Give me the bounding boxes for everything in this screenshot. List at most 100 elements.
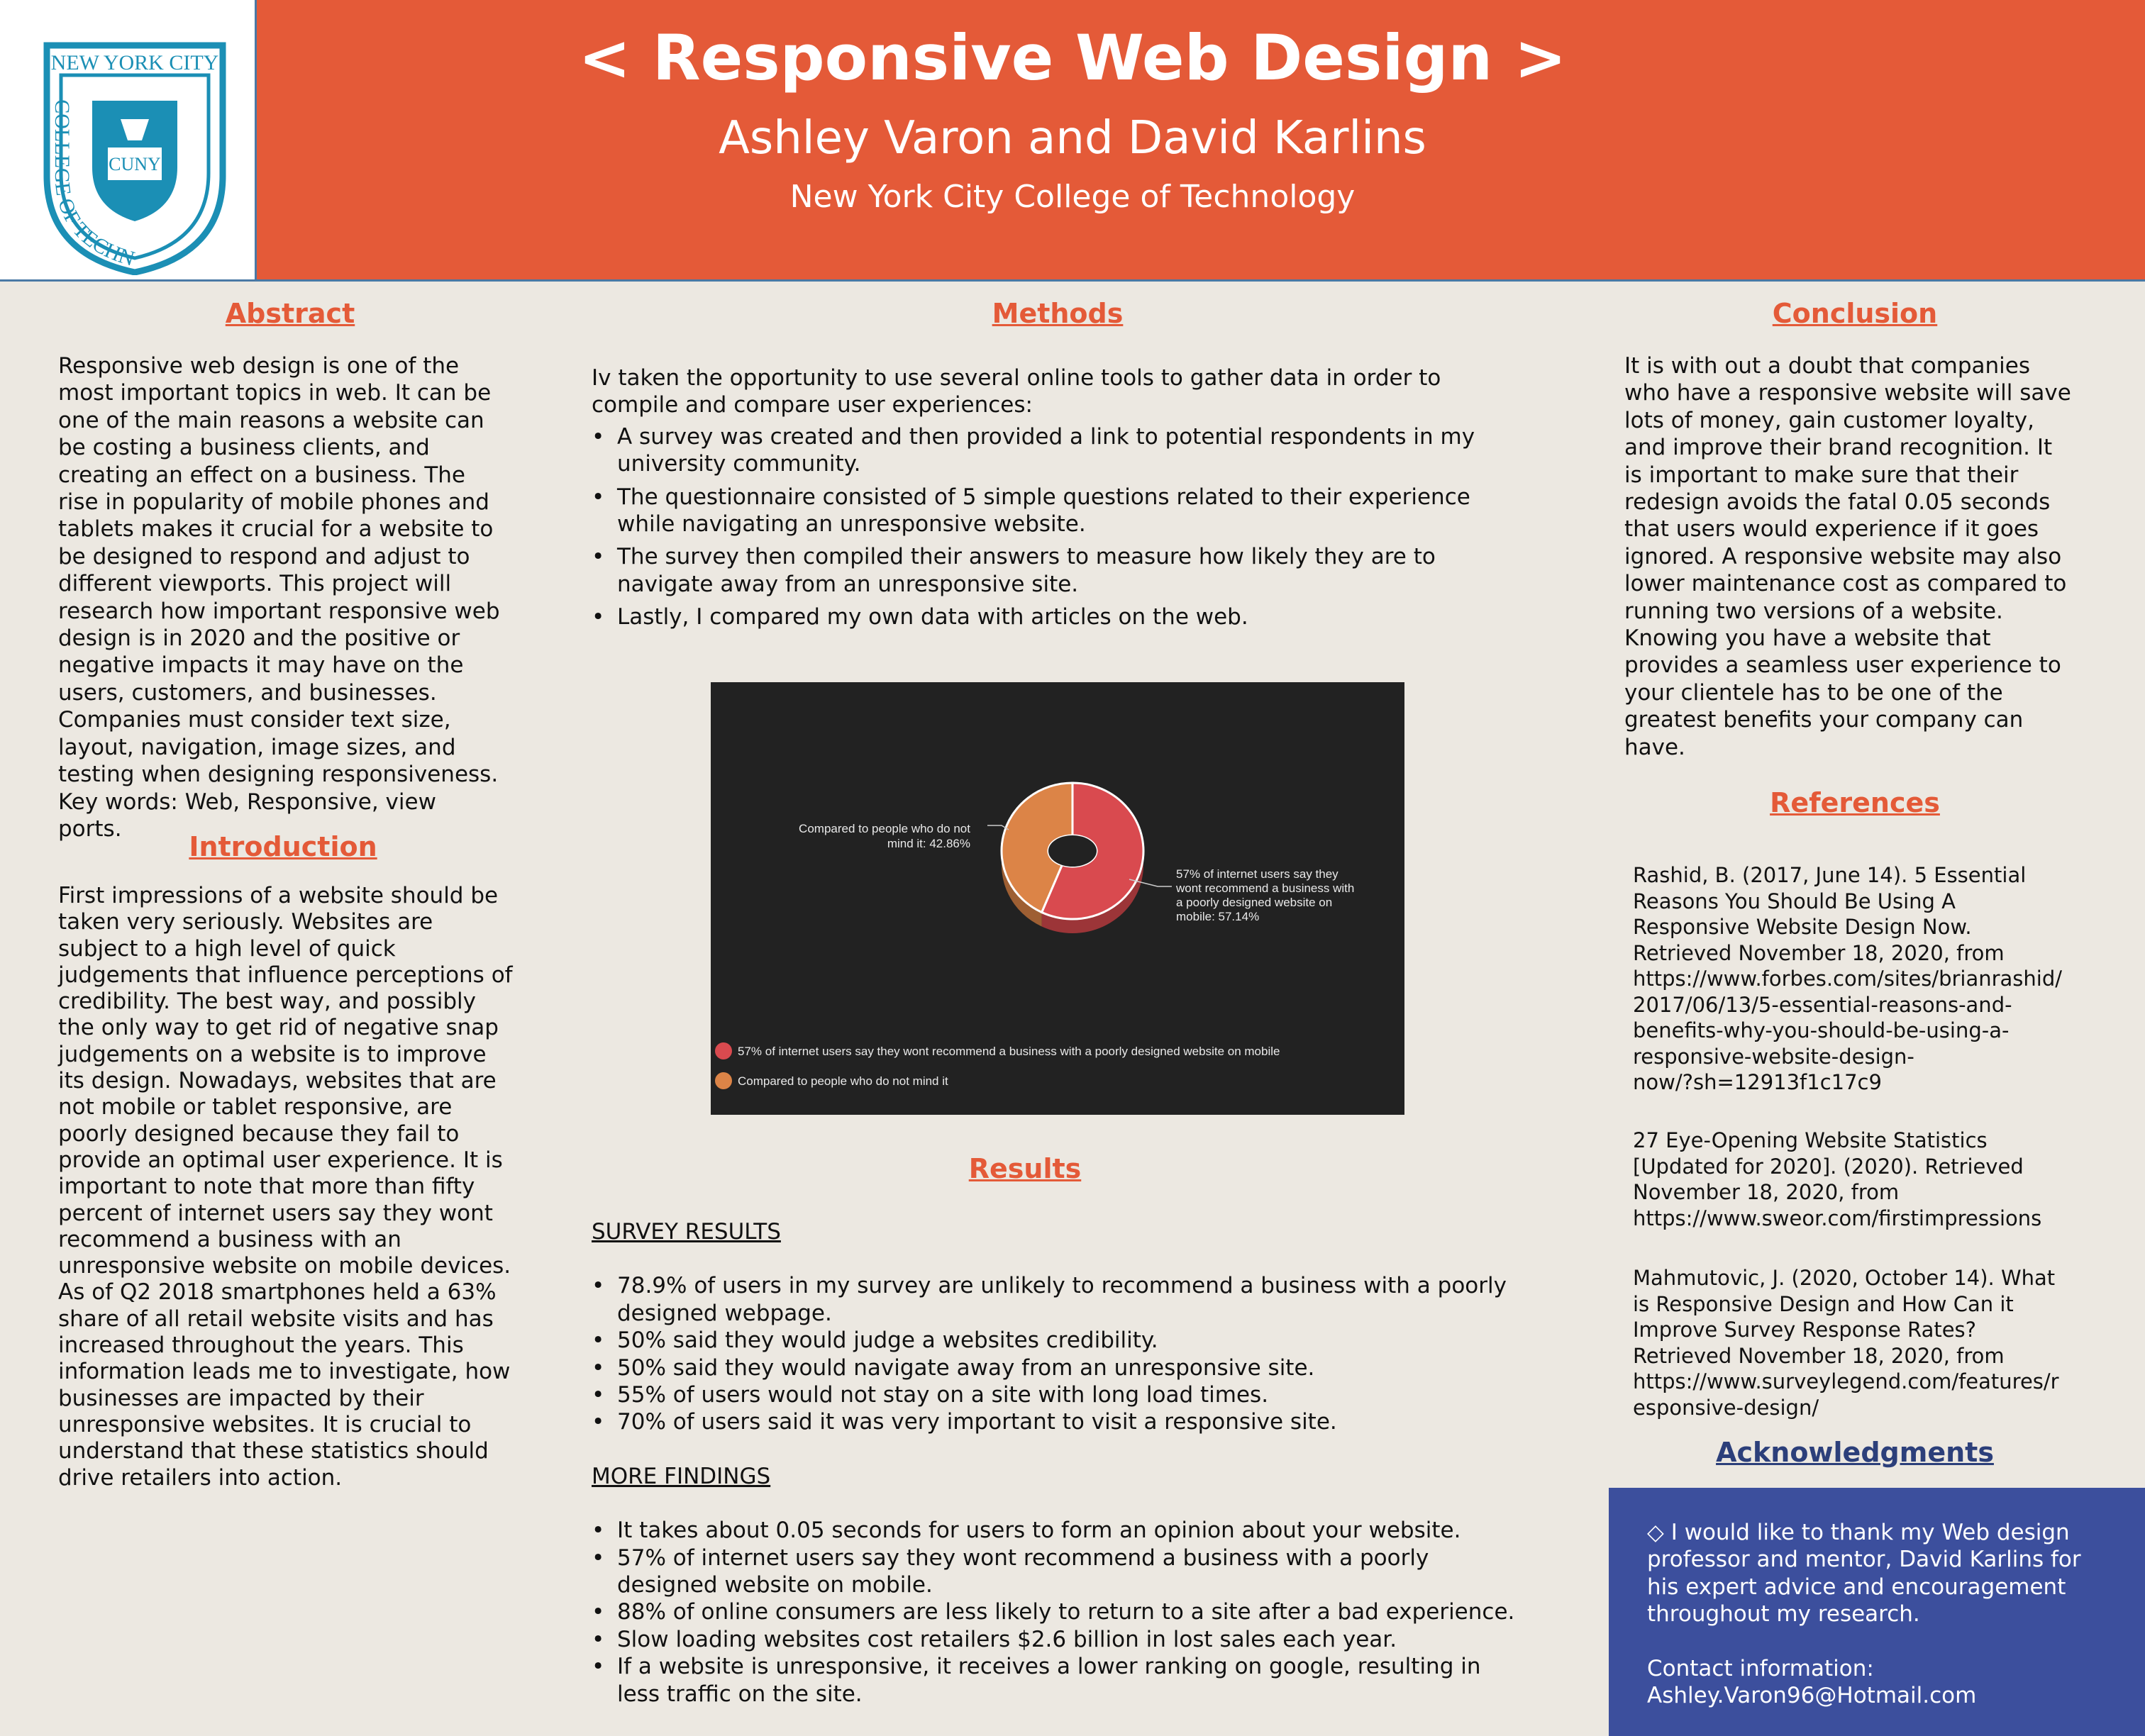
reference-line: Improve Survey Response Rates?	[1633, 1318, 1977, 1342]
conclusion-line: have.	[1624, 734, 1685, 760]
legend-marker	[715, 1072, 732, 1089]
bullet-line: Lastly, I compared my own data with arti…	[617, 604, 1248, 630]
abstract-line: research how important responsive web	[58, 598, 500, 624]
introduction-line: information leads me to investigate, how	[58, 1359, 511, 1385]
abstract-heading: Abstract	[225, 298, 355, 329]
introduction-line: recommend a business with an	[58, 1226, 401, 1252]
chart-callout-right: wont recommend a business with	[1175, 881, 1354, 895]
introduction-line: increased throughout the years. This	[58, 1332, 464, 1359]
college-logo: NEW YORK CITY CUNY COLLEGE OF TECHNOLOGY	[0, 0, 257, 281]
methods-intro-line: Iv taken the opportunity to use several …	[592, 365, 1441, 391]
contact-email: Ashley.Varon96@Hotmail.com	[1647, 1683, 1977, 1709]
chart-callout-right: a poorly designed website on	[1176, 896, 1332, 909]
abstract-line: negative impacts it may have on the	[58, 652, 464, 679]
bullet-item: 70% of users said it was very important …	[592, 1408, 1578, 1436]
bullet-line: 50% said they would judge a websites cre…	[617, 1328, 1158, 1354]
bullet-line: designed webpage.	[617, 1300, 832, 1326]
conclusion-line: provides a seamless user experience to	[1624, 652, 2061, 679]
reference-line: [Updated for 2020]. (2020). Retrieved	[1633, 1154, 2024, 1179]
acknowledgments-line: throughout my research.	[1647, 1601, 1920, 1628]
reference-line: Rashid, B. (2017, June 14). 5 Essential	[1633, 863, 2027, 887]
abstract-line: layout, navigation, image sizes, and	[58, 734, 456, 760]
introduction-line: unresponsive website on mobile devices.	[58, 1253, 511, 1279]
conclusion-line: and improve their brand recognition. It	[1624, 435, 2053, 461]
legend-label: 57% of internet users say they wont reco…	[738, 1045, 1280, 1058]
abstract-line: ports.	[58, 816, 122, 842]
bullet-line: designed website on mobile.	[617, 1572, 933, 1598]
bullet-item: 50% said they would judge a websites cre…	[592, 1327, 1578, 1354]
reference-line: 27 Eye-Opening Website Statistics	[1633, 1128, 1988, 1152]
abstract-line: Companies must consider text size,	[58, 707, 451, 733]
reference-line: benefits-why-you-should-be-using-a-	[1633, 1018, 2010, 1042]
conclusion-line: is important to make sure that their	[1624, 462, 2019, 488]
poster-affiliation: New York City College of Technology	[789, 179, 1356, 215]
donut-hole	[1048, 835, 1097, 867]
poster-title: < Responsive Web Design >	[578, 21, 1567, 94]
bullet-line: The questionnaire consisted of 5 simple …	[617, 484, 1470, 510]
bullet-line: university community.	[617, 451, 861, 477]
bullet-line: less traffic on the site.	[617, 1681, 863, 1707]
reference-line: https://www.surveylegend.com/features/r	[1633, 1369, 2059, 1393]
bullet-item: 55% of users would not stay on a site wi…	[592, 1381, 1578, 1409]
conclusion-heading: Conclusion	[1772, 298, 1938, 329]
introduction-line: unresponsive websites. It is crucial to	[58, 1411, 472, 1437]
poster-authors: Ashley Varon and David Karlins	[719, 112, 1426, 165]
conclusion-line: lower maintenance cost as compared to	[1624, 571, 2067, 597]
survey-results-title: SURVEY RESULTS	[592, 1219, 781, 1245]
abstract-line: be costing a business clients, and	[58, 435, 430, 461]
reference-line: https://www.sweor.com/firstimpressions	[1633, 1206, 2042, 1230]
introduction-line: judgements that influence perceptions of	[58, 962, 513, 988]
bullet-item: The questionnaire consisted of 5 simple …	[592, 484, 1570, 538]
bullet-line: 55% of users would not stay on a site wi…	[617, 1382, 1269, 1408]
introduction-line: judgements on a website is to improve	[58, 1041, 487, 1067]
abstract-line: tablets makes it crucial for a website t…	[58, 516, 494, 542]
bullet-line: A survey was created and then provided a…	[617, 423, 1475, 450]
conclusion-line: running two versions of a website.	[1624, 598, 2003, 624]
introduction-line: the only way to get rid of negative snap	[58, 1015, 499, 1041]
introduction-line: taken very seriously. Websites are	[58, 909, 433, 935]
introduction-line: important to note that more than fifty	[58, 1174, 475, 1200]
conclusion-line: your clientele has to be one of the	[1624, 679, 2003, 706]
bullet-item: 78.9% of users in my survey are unlikely…	[592, 1272, 1578, 1327]
abstract-line: Key words: Web, Responsive, view	[58, 789, 436, 815]
conclusion-line: Knowing you have a website that	[1624, 625, 1991, 652]
acknowledgments-heading: Acknowledgments	[1716, 1437, 1994, 1468]
bullet-line: The survey then compiled their answers t…	[617, 544, 1436, 570]
bullet-list: A survey was created and then provided a…	[592, 423, 1570, 631]
legend-label: Compared to people who do not mind it	[738, 1074, 948, 1088]
acknowledgments-line: ◇ I would like to thank my Web design	[1647, 1520, 2070, 1545]
introduction-line: not mobile or tablet responsive, are	[58, 1094, 453, 1120]
results-text: SURVEY RESULTS 78.9% of users in my surve…	[592, 1218, 1578, 1708]
abstract-line: rise in popularity of mobile phones and	[58, 489, 489, 516]
acknowledgments-line: his expert advice and encouragement	[1647, 1574, 2066, 1600]
introduction-line: percent of internet users say they wont	[58, 1200, 493, 1226]
conclusion-line: redesign avoids the fatal 0.05 seconds	[1624, 489, 2051, 516]
introduction-line: credibility. The best way, and possibly	[58, 989, 476, 1015]
introduction-line: drive retailers into action.	[58, 1464, 343, 1491]
conclusion-line: who have a responsive website will save	[1624, 380, 2071, 406]
reference-line: Reasons You Should Be Using A	[1633, 889, 1956, 913]
abstract-line: design is in 2020 and the positive or	[58, 625, 460, 652]
reference-line: Mahmutovic, J. (2020, October 14). What	[1633, 1266, 2056, 1290]
introduction-line: share of all retail website visits and h…	[58, 1306, 494, 1332]
conclusion-line: It is with out a doubt that companies	[1624, 353, 2031, 379]
logo-text-cuny: CUNY	[109, 154, 161, 174]
bullet-line: Slow loading websites cost retailers $2.…	[617, 1626, 1397, 1652]
introduction-line: provide an optimal user experience. It i…	[58, 1147, 503, 1173]
bullet-item: The survey then compiled their answers t…	[592, 543, 1570, 598]
references-heading: References	[1770, 787, 1940, 818]
methods-text: Iv taken the opportunity to use several …	[592, 365, 1570, 637]
bullet-item: A survey was created and then provided a…	[592, 423, 1570, 478]
header-divider	[0, 279, 2145, 282]
bullet-line: It takes about 0.05 seconds for users to…	[617, 1518, 1461, 1544]
reference-line: Responsive Website Design Now.	[1633, 915, 1972, 939]
chart-callout-right: 57% of internet users say they	[1176, 867, 1338, 881]
abstract-line: testing when designing responsiveness.	[58, 762, 499, 788]
callout-line-left	[987, 825, 1009, 830]
acknowledgments-line: professor and mentor, David Karlins for	[1647, 1547, 2081, 1573]
reference-line: November 18, 2020, from	[1633, 1180, 1900, 1204]
bullet-item: Lastly, I compared my own data with arti…	[592, 603, 1570, 631]
abstract-line: Responsive web design is one of the	[58, 353, 460, 379]
